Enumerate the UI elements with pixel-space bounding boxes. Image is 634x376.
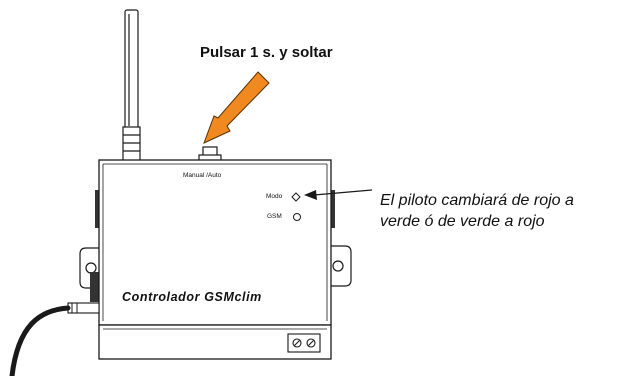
led-gsm xyxy=(293,213,301,221)
antenna-base xyxy=(122,126,141,162)
mounting-ear-right xyxy=(330,245,352,287)
device-housing xyxy=(98,159,332,326)
power-cable xyxy=(9,302,100,376)
callout-leader xyxy=(304,189,373,200)
led-gsm-label: GSM xyxy=(267,213,282,220)
callout-line-1: El piloto cambiará de rojo a xyxy=(380,192,574,209)
side-connector-left xyxy=(90,190,100,302)
terminal-block xyxy=(287,333,321,353)
instruction-label: Pulsar 1 s. y soltar xyxy=(200,44,333,61)
device-name: Controlador GSMclim xyxy=(122,290,262,304)
led-modo-label: Modo xyxy=(266,193,283,200)
led-callout-text: El piloto cambiará de rojo a verde ó de … xyxy=(380,190,574,232)
manual-auto-button xyxy=(198,146,222,162)
antenna-whip xyxy=(124,9,139,129)
press-arrow xyxy=(203,71,270,144)
side-connector-right xyxy=(330,190,335,228)
callout-line-2: verde ó de verde a rojo xyxy=(380,213,545,230)
led-modo xyxy=(291,192,301,202)
button-label: Manual /Auto xyxy=(183,172,222,179)
antenna xyxy=(122,9,141,162)
